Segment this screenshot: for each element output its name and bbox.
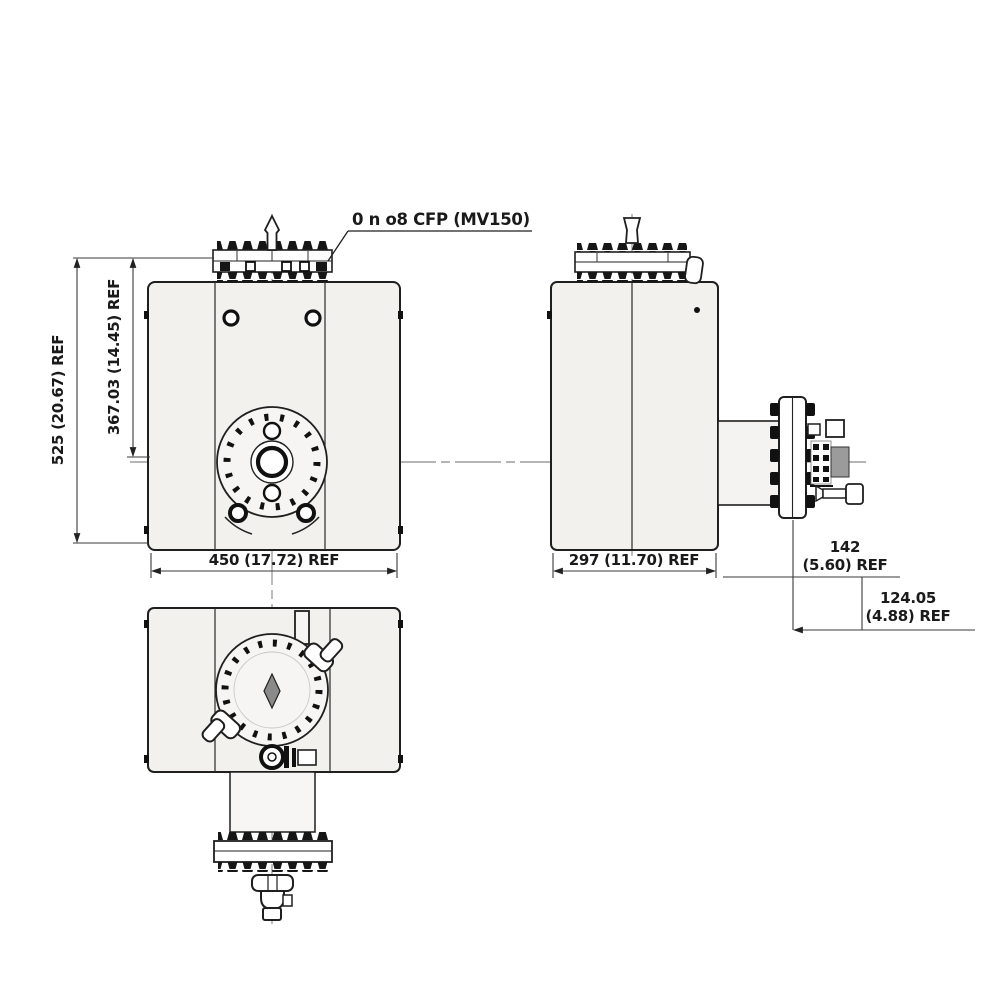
dim-total-height: 525 (20.67) REF — [49, 335, 67, 465]
edge-ticks-bottom — [144, 620, 403, 763]
front-top-flange — [212, 213, 333, 282]
clamp-handle-upper — [303, 638, 344, 673]
dim-connector-offset-ref: (4.88) REF — [866, 607, 951, 625]
dimension-lines — [73, 257, 975, 634]
side-top-pin — [622, 217, 642, 244]
faceplate-front — [216, 406, 328, 535]
front-view — [144, 213, 403, 551]
top-pin — [263, 213, 281, 251]
side-shaft-assembly — [717, 396, 864, 519]
dim-motor-offset-ref: (5.60) REF — [803, 556, 888, 574]
dim-center-height: 367.03 (14.45) REF — [105, 279, 123, 435]
bottom-view — [144, 607, 403, 921]
flange-bolts-left — [770, 403, 779, 508]
dim-motor-offset-value: 142 — [830, 538, 860, 556]
bolt-hole — [304, 309, 322, 327]
dim-front-width: 450 (17.72) REF — [209, 551, 339, 569]
connector-block — [825, 419, 845, 438]
terminal-strip — [810, 440, 833, 487]
flange-lug — [684, 255, 704, 285]
bottom-flange-stack — [213, 771, 333, 921]
faceplate-bottom — [215, 633, 329, 747]
bolt-hole — [222, 309, 240, 327]
dim-side-width: 297 (11.70) REF — [569, 551, 699, 569]
side-top-flange — [574, 217, 704, 285]
side-view — [547, 217, 864, 551]
clamp-handle-lower — [201, 709, 242, 743]
side-body — [550, 281, 719, 551]
center-key-diamond — [263, 672, 281, 710]
callout-leader — [327, 230, 532, 262]
edge-ticks-front — [144, 311, 403, 534]
cable-connector — [815, 483, 864, 505]
flange-callout: 0 n o8 CFP (MV150) — [352, 210, 530, 229]
clamp-nut — [296, 503, 316, 523]
dim-connector-offset-value: 124.05 — [880, 589, 936, 607]
drain-valve — [251, 874, 294, 921]
clamp-nut — [228, 503, 248, 523]
pilot-fitting — [259, 744, 317, 770]
connector-body-gray — [830, 446, 850, 478]
